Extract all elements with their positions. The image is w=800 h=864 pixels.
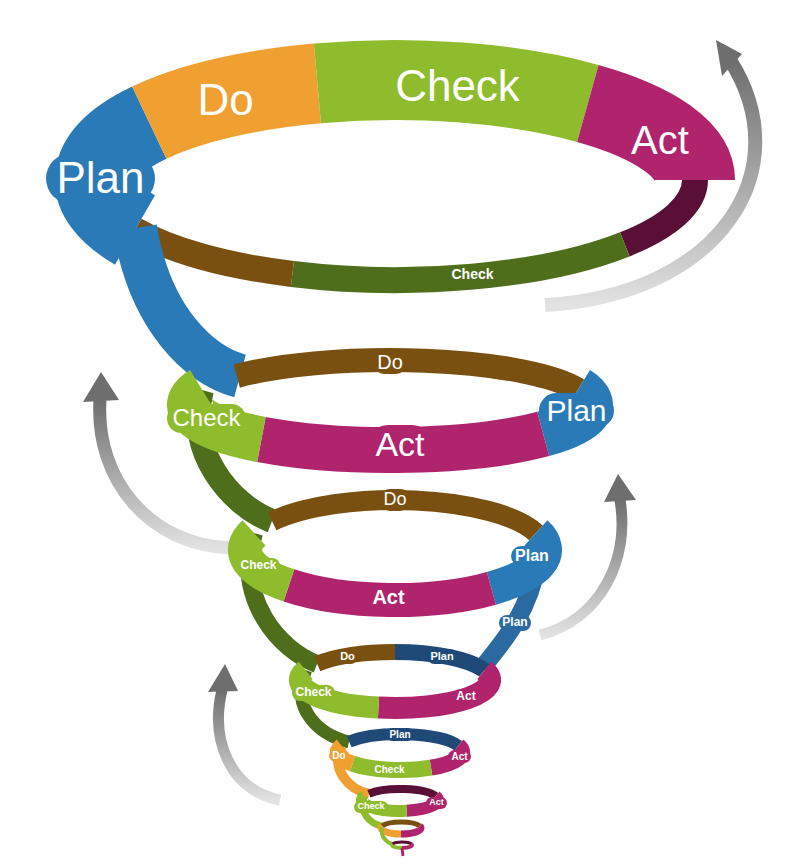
phase-label: Do — [383, 490, 406, 510]
arrow-head — [716, 40, 742, 76]
cycle-arrow — [219, 690, 280, 800]
phase-label: Act — [372, 586, 404, 608]
spiral-band — [402, 844, 412, 848]
cycle-segment: Do — [379, 489, 411, 511]
cycle-segment: Plan — [427, 649, 457, 664]
spiral-band — [135, 228, 240, 376]
spiral-band — [382, 822, 420, 826]
cycle-segment: Plan — [511, 546, 553, 566]
phase-label: Do — [340, 650, 355, 662]
spiral-band — [393, 842, 412, 844]
cycle-segment: Act — [448, 750, 471, 763]
phase-label: Plan — [56, 154, 144, 202]
cycle-segment: Plan — [46, 153, 155, 204]
arrow-head — [83, 372, 119, 402]
cycle-segment: Plan — [539, 393, 614, 428]
spiral-band — [379, 670, 491, 708]
phase-label: Check — [240, 559, 276, 572]
cycle-segment: Act — [368, 425, 432, 465]
cycle-segment: Act — [622, 117, 698, 163]
phase-label: Check — [172, 405, 240, 431]
spiral-band — [237, 360, 578, 390]
phase-label: Plan — [502, 616, 527, 629]
phase-label: Act — [456, 690, 475, 703]
cycle-segment: Check — [354, 801, 388, 813]
cycle-segment: Do — [373, 350, 407, 374]
cycle-segment: Check — [167, 404, 246, 433]
cycle-segment: Do — [337, 649, 358, 664]
phase-label: Check — [451, 267, 493, 282]
cycle-segment: Check — [292, 685, 335, 701]
spiral-band — [402, 848, 403, 856]
phase-label: Plan — [389, 729, 410, 740]
cycle-segment: Do — [329, 749, 349, 762]
spiral-band — [588, 103, 695, 180]
phase-label: Act — [451, 751, 467, 762]
phase-label: Check — [374, 764, 404, 775]
cycle-segment: Check — [371, 763, 408, 776]
cycle-segment: Check — [237, 558, 280, 574]
phase-label: Check — [395, 62, 520, 110]
phase-label: Do — [377, 351, 403, 373]
spiral-band — [392, 844, 402, 848]
spiral-band — [625, 180, 695, 244]
phase-label: Do — [197, 76, 253, 124]
spiral-band — [401, 826, 421, 834]
phase-label: Do — [332, 750, 345, 761]
phase-label: Plan — [430, 650, 453, 662]
cycle-segment: Do — [187, 75, 264, 126]
spiral-band — [381, 826, 401, 834]
spiral-band — [369, 789, 436, 796]
cycle-segment: Plan — [386, 728, 414, 741]
cycle-segment: Check — [385, 61, 530, 112]
cycle-segment: Act — [368, 585, 409, 609]
cycle-segment: Plan — [499, 615, 531, 631]
arrow-head — [208, 664, 238, 692]
phase-label: Act — [631, 118, 689, 162]
spiral-band — [382, 827, 393, 844]
phase-label: Plan — [515, 547, 549, 565]
cycle-segment: Act — [453, 689, 479, 705]
cycle-segment: Check — [448, 266, 497, 284]
arrow-head — [604, 474, 636, 502]
phase-label: Act — [429, 798, 444, 808]
phase-label: Check — [295, 686, 331, 699]
phase-label: Plan — [546, 394, 606, 427]
phase-label: Act — [375, 426, 424, 463]
phase-label: Check — [357, 802, 384, 812]
cycle-segment: Act — [426, 797, 447, 809]
